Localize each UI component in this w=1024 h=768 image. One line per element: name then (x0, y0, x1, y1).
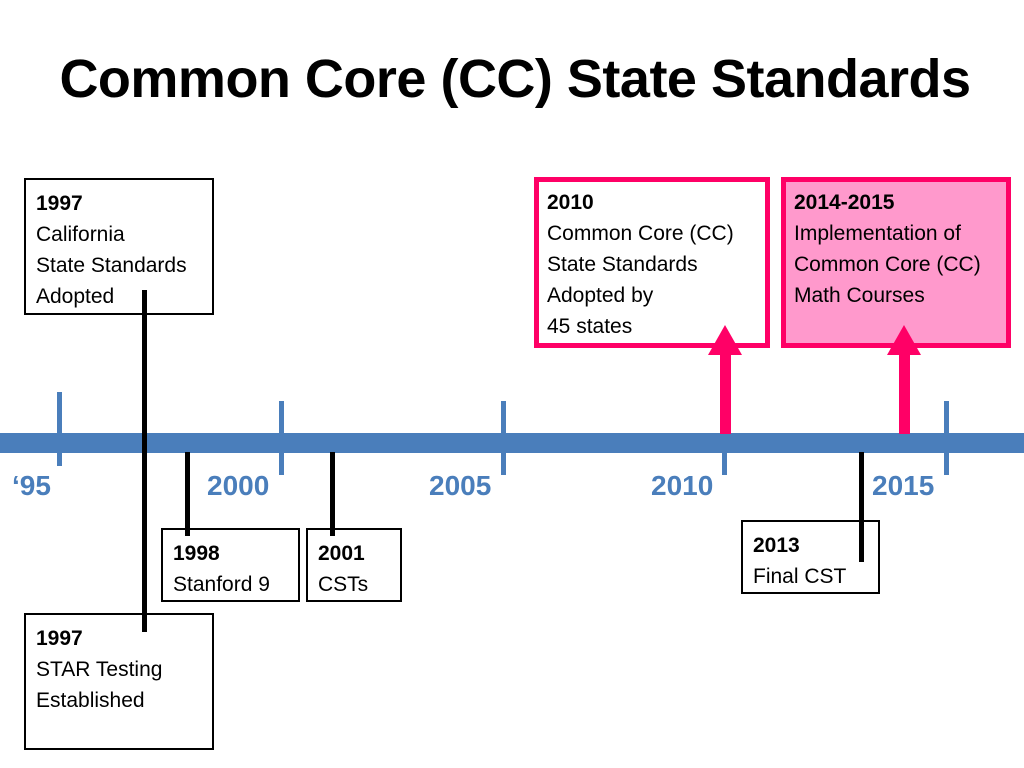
tick-1995 (57, 392, 62, 466)
event-1997-standards: 1997 California State Standards Adopted (24, 178, 214, 315)
event-text: Adopted (36, 285, 115, 308)
event-1998-stanford9: 1998 Stanford 9 (161, 528, 300, 602)
tick-label-2010: 2010 (651, 470, 714, 501)
tick-2015 (944, 401, 949, 475)
tick-2000 (279, 401, 284, 475)
event-2013-final-cst: 2013 Final CST (741, 520, 880, 594)
event-text: Established (36, 689, 145, 712)
event-text: State Standards (36, 254, 187, 277)
event-text: State Standards (547, 253, 698, 276)
event-text: CSTs (318, 573, 369, 596)
event-year: 1997 (36, 627, 83, 650)
event-year: 1997 (36, 192, 83, 215)
arrow-up-icon (887, 325, 921, 355)
timeline-axis (0, 433, 1024, 453)
event-year: 2010 (547, 191, 594, 214)
event-1997-star-testing: 1997 STAR Testing Established (24, 613, 214, 750)
event-year: 2014-2015 (794, 191, 895, 214)
event-2010-cc-adopted: 2010 Common Core (CC) State Standards Ad… (534, 177, 770, 348)
tick-2010 (722, 401, 727, 475)
event-year: 1998 (173, 542, 220, 565)
event-year: 2013 (753, 534, 800, 557)
tick-2005 (501, 401, 506, 475)
event-text: Adopted by (547, 284, 654, 307)
event-text: Common Core (CC) (794, 253, 981, 276)
tick-label-2015: 2015 (872, 470, 935, 501)
event-text: 45 states (547, 315, 633, 338)
tick-label-2005: 2005 (429, 470, 492, 501)
tick-label-2000: 2000 (207, 470, 270, 501)
arrow-up-icon (708, 325, 742, 355)
event-text: Common Core (CC) (547, 222, 734, 245)
arrow-2010-shaft (720, 354, 731, 434)
event-text: STAR Testing (36, 658, 163, 681)
connector-1998 (185, 452, 190, 536)
arrow-2014-shaft (899, 354, 910, 434)
event-text: Implementation of (794, 222, 961, 245)
event-text: Stanford 9 (173, 573, 270, 596)
event-year: 2001 (318, 542, 365, 565)
event-text: Math Courses (794, 284, 925, 307)
connector-2001 (330, 452, 335, 536)
connector-2013 (859, 452, 864, 562)
connector-1997 (142, 290, 147, 632)
event-text: California (36, 223, 125, 246)
event-text: Final CST (753, 565, 847, 588)
tick-label-1995: ‘95 (12, 470, 51, 501)
event-2014-2015-implementation: 2014-2015 Implementation of Common Core … (781, 177, 1011, 348)
event-2001-csts: 2001 CSTs (306, 528, 402, 602)
slide-title: Common Core (CC) State Standards (59, 49, 971, 109)
